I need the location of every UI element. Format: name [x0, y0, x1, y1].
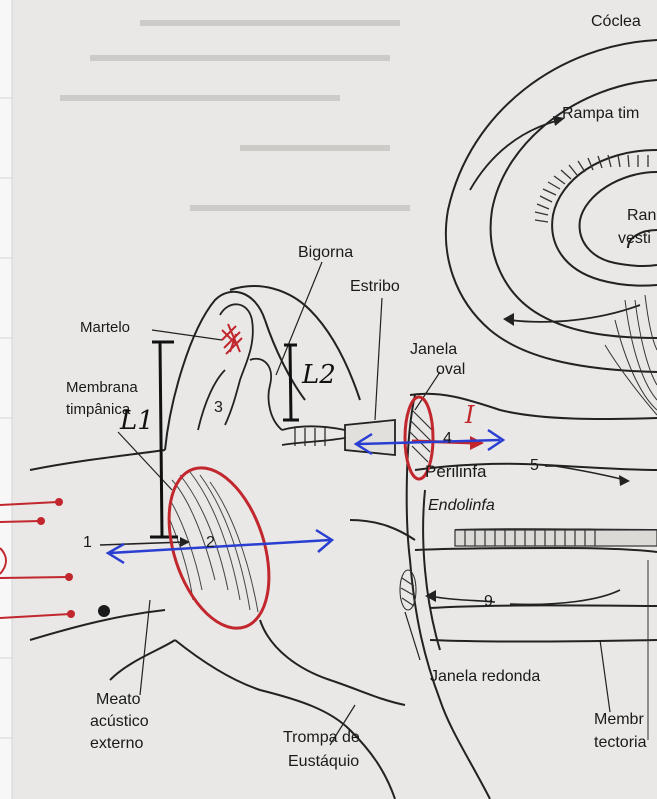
label-janela-oval-line2: oval: [436, 360, 465, 379]
number-3: 3: [214, 398, 223, 417]
number-2: 2: [206, 533, 215, 552]
label-bigorna: Bigorna: [298, 243, 353, 262]
label-trompa-line1: Trompa de: [283, 728, 360, 747]
label-rampa-vestibular-line2: vesti: [618, 229, 651, 248]
label-meato-line1: Meato: [96, 690, 140, 709]
label-membrana-tectoria-line1: Membr: [594, 710, 644, 729]
label-meato-line2: acústico: [90, 712, 149, 731]
label-membrana-timpanica-line1: Membrana: [66, 378, 138, 397]
label-membrana-tectoria-line2: tectoria: [594, 733, 646, 752]
label-rampa-timpanica: Rampa tim: [562, 104, 639, 123]
label-endolinfa: Endolinfa: [428, 496, 495, 515]
number-5: 5: [530, 456, 539, 475]
number-9: 9: [484, 592, 493, 611]
annotation-force-i: I: [465, 402, 474, 428]
label-janela-oval-line1: Janela: [410, 340, 457, 359]
label-perilinfa: Perilinfa: [425, 462, 486, 481]
label-rampa-vestibular-line1: Ran: [627, 206, 656, 225]
annotation-l1: L1: [120, 408, 154, 434]
label-martelo: Martelo: [80, 318, 130, 337]
label-coclea: Cóclea: [591, 12, 641, 31]
label-janela-redonda: Janela redonda: [430, 667, 540, 686]
number-4: 4: [443, 429, 452, 448]
label-estribo: Estribo: [350, 277, 400, 296]
annotation-l2: L2: [302, 362, 336, 388]
label-trompa-line2: Eustáquio: [288, 752, 359, 771]
number-1: 1: [83, 533, 92, 552]
label-meato-line3: externo: [90, 734, 143, 753]
